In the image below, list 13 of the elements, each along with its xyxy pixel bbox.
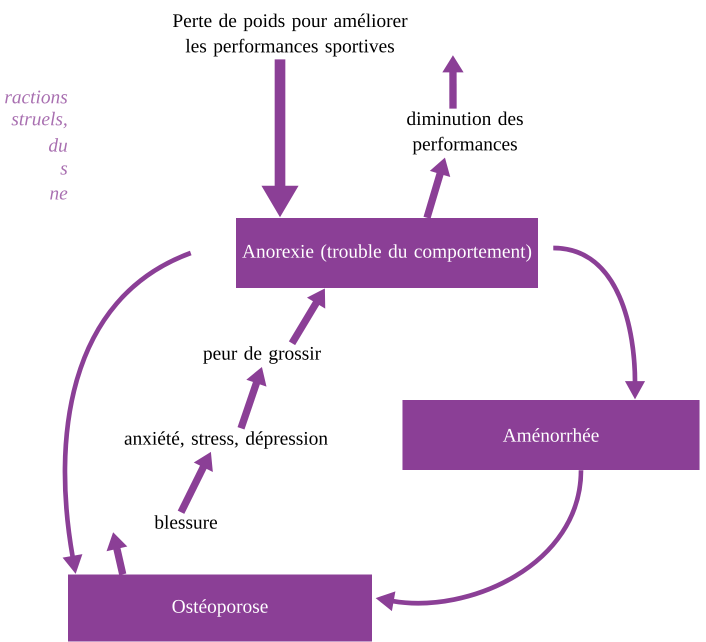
note-text: ne — [50, 190, 68, 200]
node-text: peur de grossir — [203, 346, 321, 364]
process-box: Ostéoporose — [68, 574, 372, 642]
note-text: s — [60, 165, 68, 175]
node-text: anxiété, stress, dépression — [124, 431, 328, 449]
node-text: diminution des performances — [407, 112, 523, 154]
note-text: du — [48, 138, 68, 152]
node-text: Perte de poids pour améliorer les performances sportives — [173, 14, 408, 56]
node-text: blessure — [154, 515, 217, 529]
process-box: Anorexie (trouble du comportement) — [236, 218, 538, 288]
note-text: ractions — [5, 90, 68, 104]
note-text: struels, — [12, 112, 67, 128]
process-box: Aménorrhée — [402, 400, 700, 470]
